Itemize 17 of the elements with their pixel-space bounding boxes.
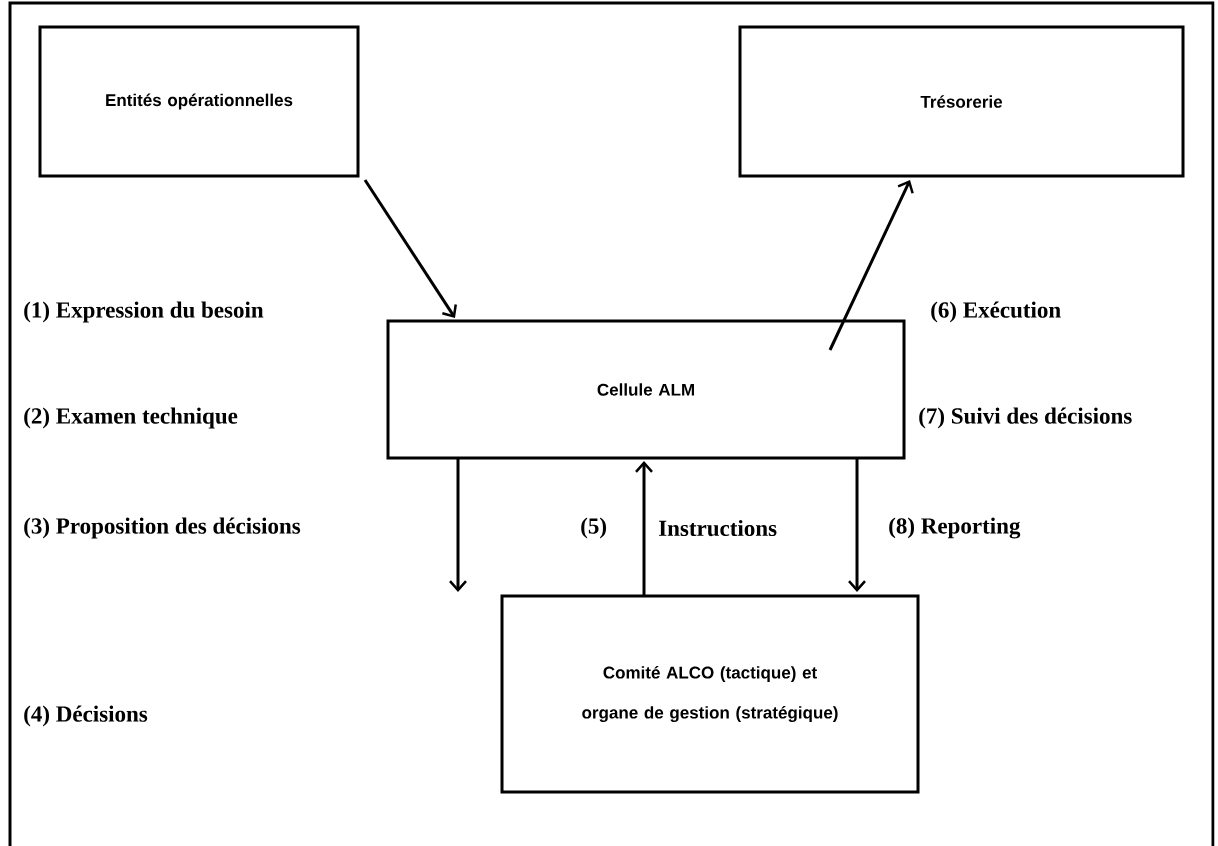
arrow — [449, 458, 467, 592]
step-label: (3) Proposition des décisions — [24, 517, 301, 539]
arrow — [848, 458, 866, 592]
step-label: (4) Décisions — [24, 705, 148, 727]
process-box: Trésorerie — [738, 25, 1185, 178]
process-box: Entités opérationnelles — [38, 25, 360, 178]
process-box: Comité ALCO (tactique) et organe de gestion (stratégique) — [500, 594, 920, 794]
step-label: (2) Examen technique — [24, 407, 238, 429]
step-label: (6) Exécution — [931, 301, 1061, 323]
arrow — [828, 180, 914, 351]
process-box: Cellule ALM — [386, 319, 906, 460]
arrow — [363, 179, 457, 318]
arrow — [635, 461, 653, 596]
step-label: Instructions — [659, 519, 777, 537]
step-label: (8) Reporting — [889, 517, 1021, 539]
step-label: (5) — [581, 517, 606, 539]
step-label: (1) Expression du besoin — [24, 301, 264, 323]
